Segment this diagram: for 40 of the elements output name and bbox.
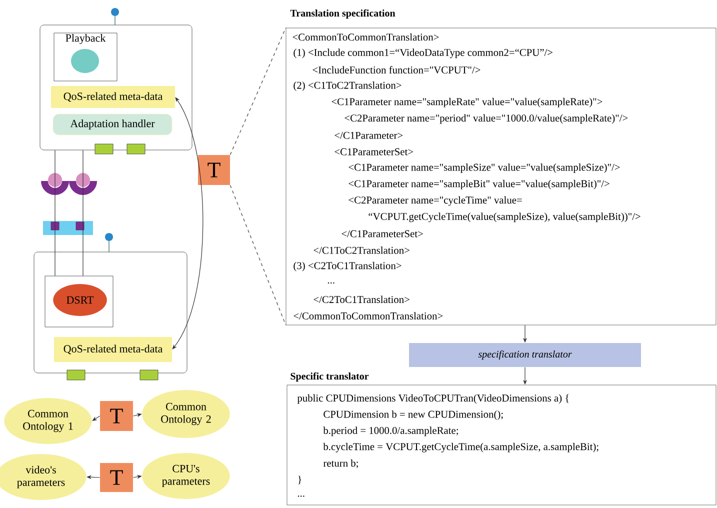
meta-data-label: QoS-related meta-data: [54, 337, 172, 362]
code-line: public CPUDimensions VideoToCPUTran(VideoDimensions a) {: [297, 394, 569, 404]
code-line: (3) <C2ToC1Translation>: [294, 262, 402, 272]
code-line: <C2Parameter name="cycleTime" value=: [348, 196, 522, 206]
wire: [54, 150, 56, 276]
code-line: </CommonToCommonTranslation>: [294, 312, 443, 320]
code-line: </C2ToC1Translation>: [314, 296, 410, 304]
code-line: CPUDimension b = new CPUDimension();: [324, 410, 503, 420]
code-line: </C1ParameterSet>: [342, 230, 423, 238]
code-line: <C2Parameter name="period" value="1000.0/value(sampleRate)"/>: [344, 114, 628, 124]
arrow: [92, 416, 100, 421]
code-line: ...: [328, 282, 334, 284]
code-line: <C1ParameterSet>: [334, 148, 414, 156]
wire: [82, 150, 84, 276]
translator-box: specification translator: [409, 343, 641, 367]
translator-box: T: [198, 155, 230, 185]
dashed-line: [230, 28, 286, 156]
code-line: </C1Parameter>: [334, 132, 403, 139]
handler-box: Adaptation handler: [52, 114, 172, 136]
translator-box: T: [100, 401, 133, 431]
code-line: <CommonToCommonTranslation>: [292, 33, 439, 41]
code-line: </C1ToC2Translation>: [314, 246, 410, 254]
code-line: (2) <C1ToC2Translation>: [294, 81, 402, 91]
code-line: b.cycleTime = VCPUT.getCycleTime(a.sampleSize, a.sampleBit);: [323, 442, 598, 452]
arrow: [172, 97, 204, 350]
code-line: }: [298, 476, 302, 484]
dashed-line: [230, 184, 286, 326]
code-line: return b;: [323, 459, 358, 468]
code-line: <C1Parameter name="sampleRate" value="value(sampleRate)">: [332, 98, 602, 108]
section-heading: Translation specification: [290, 9, 396, 19]
code-line: b.period = 1000.0/a.sampleRate;: [323, 426, 458, 436]
code-line: “VCPUT.getCycleTime(value(sampleSize), value(sampleBit))"/>: [368, 212, 640, 222]
code-line: <IncludeFunction function="VCPUT"/>: [312, 66, 480, 74]
code-line: (1) <Include common1=“VideoDataType common2=“CPU”/>: [294, 48, 553, 58]
section-heading: Specific translator: [290, 372, 369, 382]
code-line: <C1Parameter name="sampleSize" value="value(sampleSize)"/>: [348, 163, 620, 173]
meta-data-label: QoS-related meta-data: [51, 86, 175, 108]
code-line: ...: [298, 496, 304, 497]
translator-box: T: [100, 463, 133, 492]
code-line: <C1Parameter name="sampleBit" value="value(sampleBit)"/>: [348, 180, 610, 190]
